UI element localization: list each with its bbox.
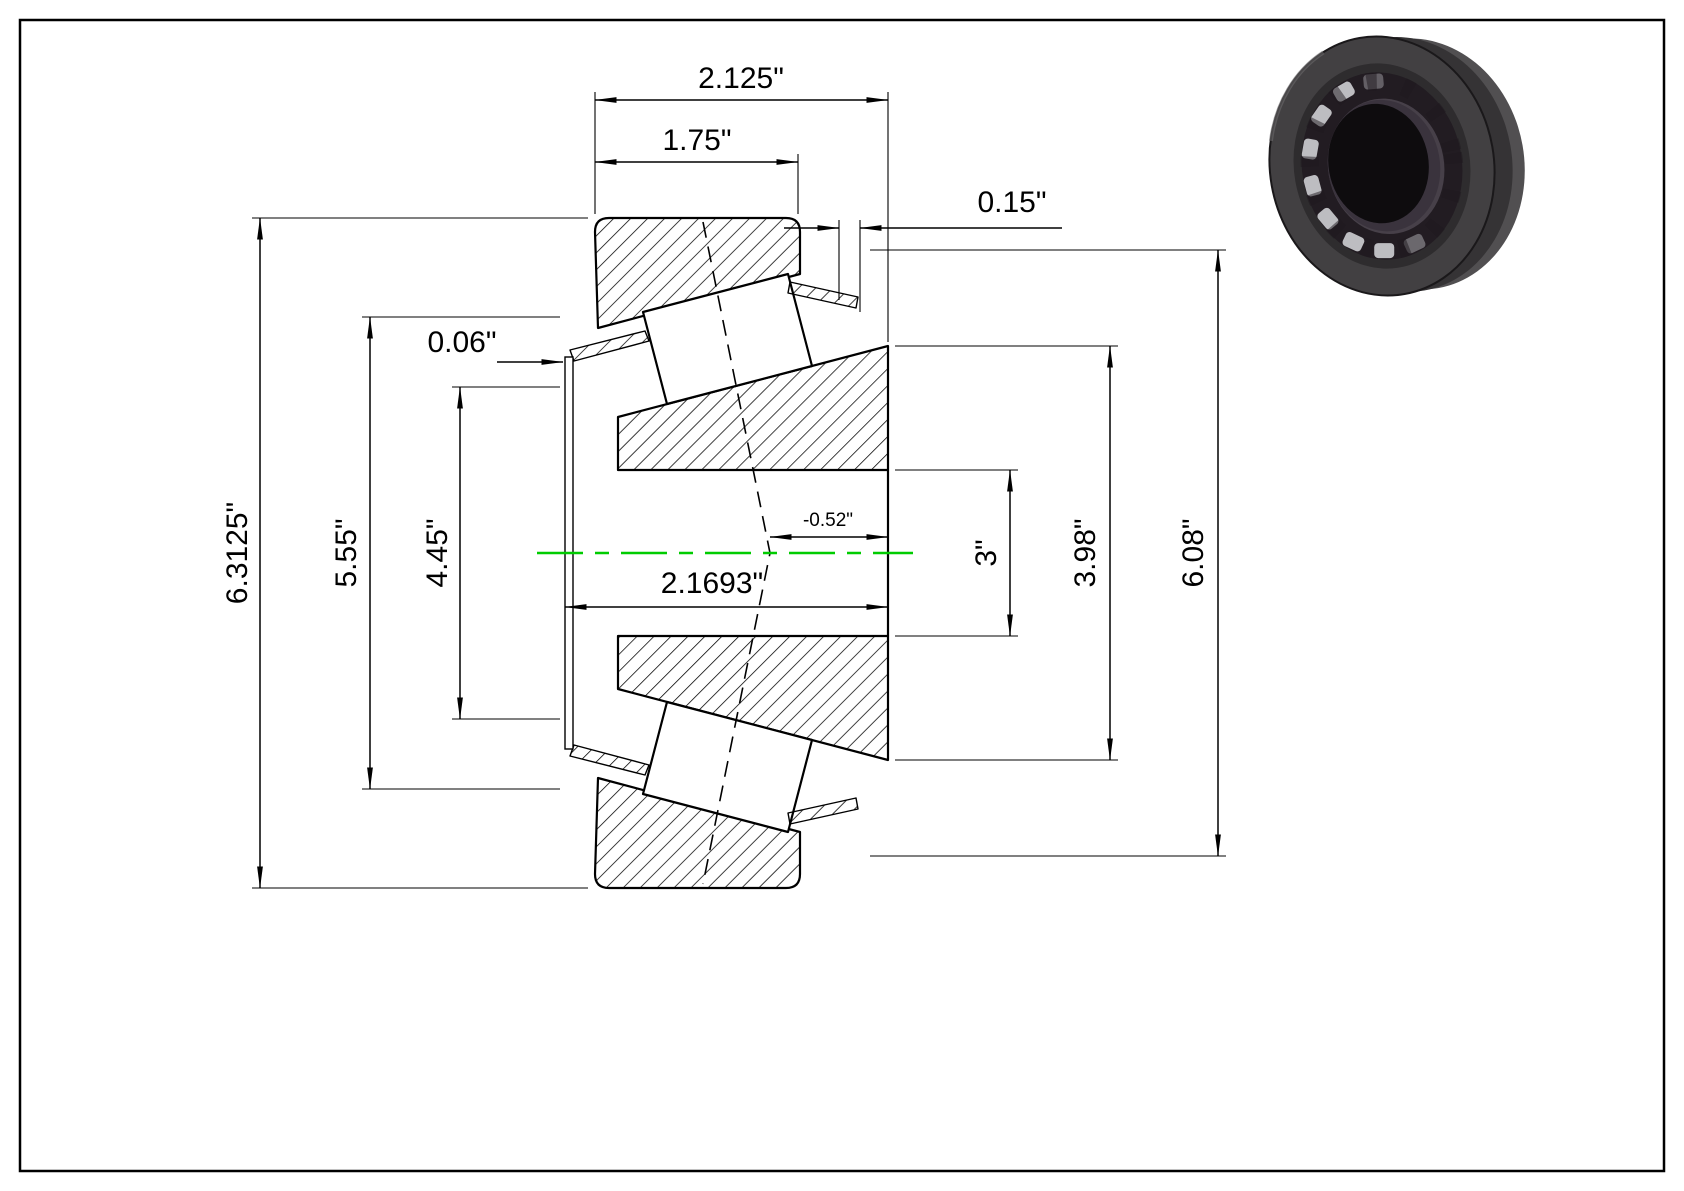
page-border xyxy=(18,18,1666,1173)
cup-bottom-section xyxy=(593,776,802,890)
dim-label-cup-width: 1.75" xyxy=(662,124,731,157)
dim-label-rib-dia: 3.98" xyxy=(1069,518,1102,587)
dim-label-lip-width: 0.06" xyxy=(427,326,496,359)
dim-label-cone-width: 2.1693" xyxy=(661,567,763,600)
dim-label-outer-dia-2: 4.45" xyxy=(421,518,454,587)
dim-label-front-standout: 0.15" xyxy=(977,186,1046,219)
bearing-3d-image xyxy=(1268,35,1525,297)
cage-strip-bottom-right xyxy=(787,797,859,825)
dim-label-outer-dia-1: 5.55" xyxy=(330,518,363,587)
dim-label-flange-od: 6.3125" xyxy=(221,502,254,604)
bearing-roller xyxy=(1303,175,1322,197)
bearing-roller xyxy=(1317,207,1339,230)
dim-label-effective-center: -0.52" xyxy=(803,510,853,531)
dim-label-cup-od: 6.08" xyxy=(1177,518,1210,587)
dimension-labels: 2.125" 1.75" 0.15" 0.06" 6.3125" 5.55" 4… xyxy=(221,62,1210,604)
dim-label-bore: 3" xyxy=(970,539,1003,566)
bearing-roller xyxy=(1342,232,1365,252)
cage-strip-bottom-left xyxy=(569,744,650,776)
cage-strip-top-left xyxy=(569,330,650,362)
bearing-roller xyxy=(1301,138,1319,160)
dimension-lines xyxy=(257,97,1221,889)
bearing-highlight xyxy=(1268,50,1325,142)
cage-strip-top-right xyxy=(787,281,859,309)
bearing-bore-hole xyxy=(1328,103,1429,224)
bearing-roller xyxy=(1374,243,1395,259)
roller-top xyxy=(641,272,814,406)
dim-label-overall-width: 2.125" xyxy=(698,62,784,95)
roller-bottom xyxy=(641,700,814,834)
